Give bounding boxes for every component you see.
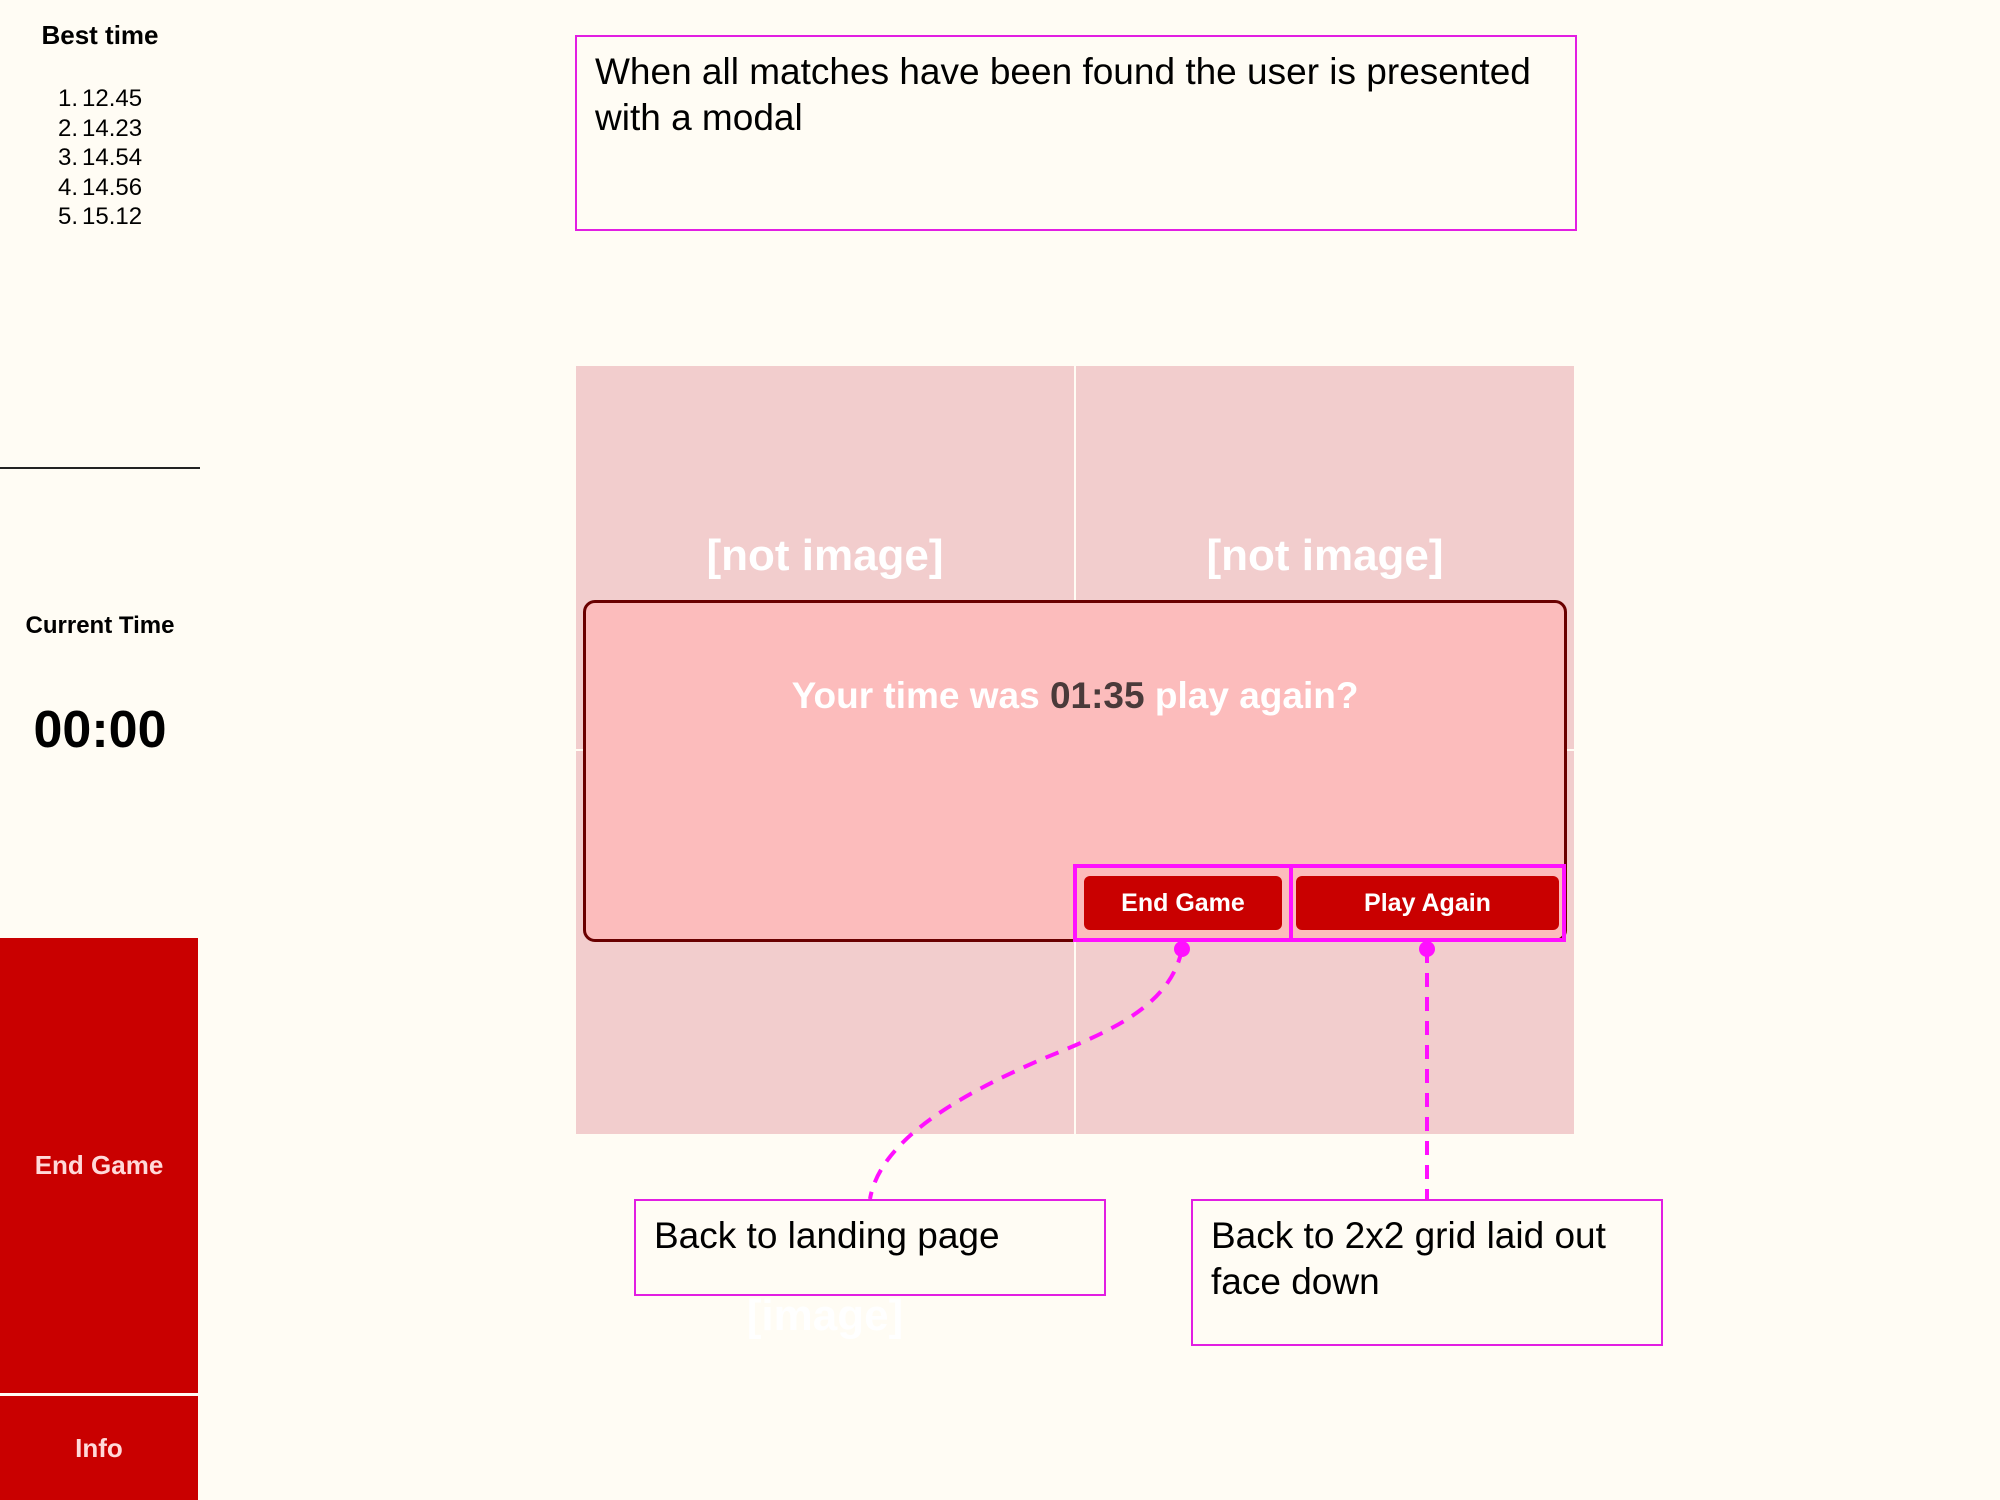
play-again-highlight bbox=[1289, 864, 1566, 942]
card-label: [not image] bbox=[1206, 531, 1444, 580]
sidebar-info-button[interactable]: Info bbox=[0, 1396, 198, 1500]
sidebar-end-game-button[interactable]: End Game bbox=[0, 938, 198, 1393]
best-time-item: 5.15.12 bbox=[57, 203, 143, 230]
sidebar: Best time 1.12.45 2.14.23 3.14.54 4.14.5… bbox=[0, 0, 200, 1500]
annotation-back-to-landing: Back to landing page bbox=[634, 1199, 1106, 1296]
best-time-item: 3.14.54 bbox=[57, 144, 143, 171]
annotation-modal-description: When all matches have been found the use… bbox=[575, 35, 1577, 231]
modal-play-again-button[interactable]: Play Again bbox=[1296, 876, 1559, 930]
best-time-item: 1.12.45 bbox=[57, 85, 143, 112]
modal-message: Your time was 01:35 play again? bbox=[586, 675, 1564, 717]
best-time-item: 4.14.56 bbox=[57, 173, 143, 201]
annotation-back-to-grid: Back to 2x2 grid laid out face down bbox=[1191, 1199, 1663, 1346]
card-label: [not image] bbox=[706, 531, 944, 580]
sidebar-divider bbox=[0, 467, 200, 469]
best-time-title: Best time bbox=[41, 20, 159, 50]
modal-end-game-button[interactable]: End Game bbox=[1084, 876, 1282, 930]
modal-message-prefix: Your time was bbox=[791, 675, 1040, 716]
card-label: [image] bbox=[746, 1291, 904, 1340]
current-time-title: Current Time bbox=[25, 612, 175, 639]
modal-time-value: 01:35 bbox=[1049, 675, 1145, 716]
best-time-item: 2.14.23 bbox=[57, 114, 143, 142]
modal-message-suffix: play again? bbox=[1154, 675, 1359, 716]
best-time-list: 1.12.45 2.14.23 3.14.54 4.14.56 5.15.12 bbox=[0, 84, 200, 232]
current-time-value: 00:00 bbox=[33, 701, 167, 759]
